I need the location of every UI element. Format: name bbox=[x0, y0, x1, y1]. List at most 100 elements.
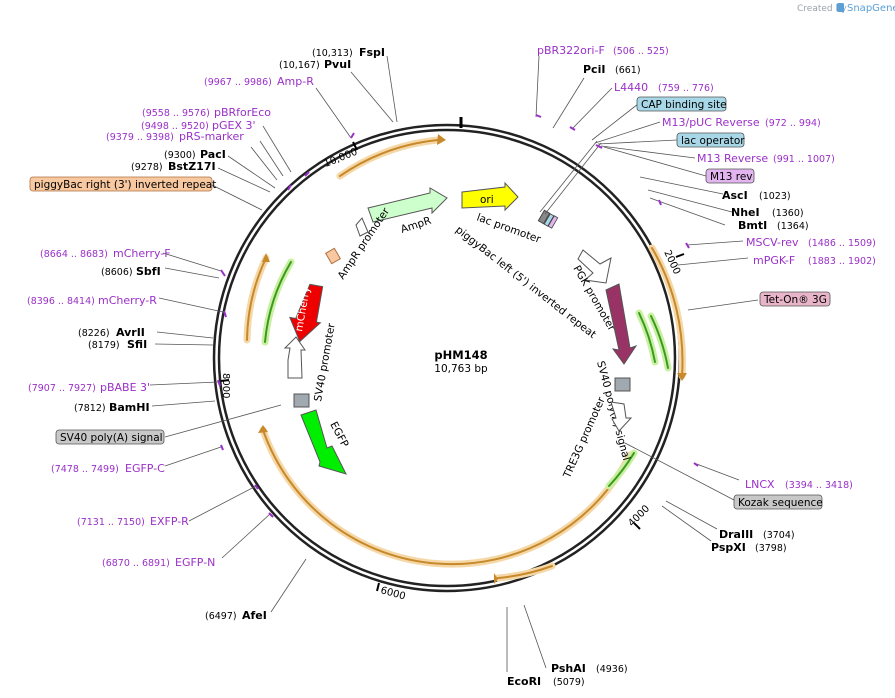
tre3g-label: TRE3G promoter bbox=[561, 395, 608, 481]
site-sbfi-pos: (8606) bbox=[101, 267, 133, 278]
primer-lncx-range: (3394 .. 3418) bbox=[785, 480, 853, 491]
mcherry-arrow bbox=[289, 283, 324, 343]
ori-label: ori bbox=[480, 194, 494, 206]
box-cap-binding-site: CAP binding site bbox=[636, 96, 727, 112]
primer-exfp-r-name: EXFP-R bbox=[150, 515, 189, 528]
sv40-polya-marker bbox=[614, 377, 631, 392]
site-draiii-pos: (3704) bbox=[763, 530, 795, 541]
primer-pbabe-3-name: pBABE 3' bbox=[100, 381, 150, 394]
site-ecori-pos: (5079) bbox=[553, 677, 585, 688]
primer-lncx-name: LNCX bbox=[745, 478, 775, 491]
ori-arrow bbox=[461, 181, 519, 212]
egfp-arrow bbox=[300, 409, 347, 475]
primer-l4440-range: (759 .. 776) bbox=[658, 83, 714, 94]
site-pvui-name: PvuI bbox=[324, 58, 351, 71]
primer-mpgk-f-range: (1883 .. 1902) bbox=[808, 256, 876, 267]
lac-promoter-label: lac promoter bbox=[475, 212, 543, 246]
sv40-polya-left-marker bbox=[293, 393, 310, 408]
primer-pbr322ori-f-name: pBR322ori-F bbox=[537, 44, 605, 57]
site-bamhi-name: BamHI bbox=[109, 401, 150, 414]
backbone-inner bbox=[217, 128, 677, 588]
primer-mcherry-f-name: mCherry-F bbox=[113, 247, 171, 260]
site-fspi-name: FspI bbox=[359, 46, 385, 59]
site-asci-name: AscI bbox=[722, 189, 748, 202]
svg-text:CAP binding site: CAP binding site bbox=[641, 99, 727, 111]
site-fspi-pos: (10,313) bbox=[312, 48, 353, 59]
svg-text:Kozak sequence: Kozak sequence bbox=[738, 497, 823, 509]
primer-mcherry-r-range: (8396 .. 8414) bbox=[27, 296, 95, 307]
piggybac-right-marker bbox=[324, 247, 342, 265]
primer-egfp-n-name: EGFP-N bbox=[175, 556, 215, 569]
site-bmti-pos: (1364) bbox=[777, 221, 809, 232]
ampr-label: AmpR bbox=[399, 215, 433, 236]
primer-m13-puc-reverse-name: M13/pUC Reverse bbox=[662, 116, 760, 129]
box-lac-operator: lac operator bbox=[676, 132, 745, 148]
ampr-promoter-label: AmpR promoter bbox=[336, 205, 393, 281]
primer-mscv-rev-range: (1486 .. 1509) bbox=[808, 238, 876, 249]
piggybac-left-label: piggyBac left (5') inverted repeat bbox=[453, 224, 598, 341]
brand-name: SnapGene bbox=[847, 3, 895, 14]
box-sv40-polya: SV40 poly(A) signal bbox=[55, 429, 165, 445]
tick-label-8000: 8000 bbox=[220, 373, 231, 398]
site-pvui-pos: (10,167) bbox=[279, 60, 320, 71]
lac-region-marker bbox=[537, 209, 559, 229]
site-afei-pos: (6497) bbox=[205, 611, 237, 622]
primer-pgex-3-name: pGEX 3' bbox=[212, 119, 256, 132]
svg-text:lac operator: lac operator bbox=[681, 135, 745, 147]
site-pshai-pos: (4936) bbox=[596, 664, 628, 675]
primer-pbr322ori-f-range: (506 .. 525) bbox=[613, 46, 669, 57]
ampr-promoter-arrow bbox=[355, 217, 369, 237]
tick-marks bbox=[220, 141, 685, 592]
ampr-arrow bbox=[367, 187, 448, 223]
svg-text:Tet-On® 3G: Tet-On® 3G bbox=[763, 294, 827, 306]
tet-on-arrow bbox=[605, 283, 638, 365]
snapgene-logo-icon bbox=[837, 3, 844, 12]
primer-pgex-3-range: (9498 .. 9520) bbox=[141, 121, 209, 132]
primer-mpgk-f-name: mPGK-F bbox=[753, 254, 795, 267]
box-piggybac-right: piggyBac right (3') inverted repeat bbox=[29, 176, 216, 192]
site-avrii-name: AvrII bbox=[116, 326, 145, 339]
site-paci-pos: (9300) bbox=[164, 150, 196, 161]
primer-pbrforeco-range: (9558 .. 9576) bbox=[142, 108, 210, 119]
primer-pbabe-3-range: (7907 .. 7927) bbox=[28, 383, 96, 394]
site-pcii-name: PciI bbox=[583, 63, 605, 76]
orf-arrowheads bbox=[258, 134, 687, 584]
site-nhei-pos: (1360) bbox=[772, 208, 804, 219]
site-paci-name: PacI bbox=[200, 148, 226, 161]
primer-mcherry-r-name: mCherry-R bbox=[98, 294, 157, 307]
sv40-promoter-label: SV40 promoter bbox=[312, 322, 338, 403]
plasmid-size: 10,763 bp bbox=[434, 363, 488, 375]
svg-text:SV40 poly(A) signal: SV40 poly(A) signal bbox=[60, 432, 163, 444]
primer-mcherry-f-range: (8664 .. 8683) bbox=[40, 249, 108, 260]
primer-exfp-r-range: (7131 .. 7150) bbox=[77, 517, 145, 528]
egfp-label: EGFP bbox=[327, 420, 350, 450]
leader-lines bbox=[149, 55, 759, 672]
site-bstz17i-pos: (9278) bbox=[131, 162, 163, 173]
site-ecori-name: EcoRI bbox=[507, 675, 541, 688]
primer-amp-r-range: (9967 .. 9986) bbox=[204, 77, 272, 88]
tre3g-arrow bbox=[610, 401, 633, 432]
box-m13-rev: M13 rev bbox=[705, 168, 755, 184]
sv40-promoter-arrow bbox=[283, 336, 306, 379]
primer-l4440-name: L4440 bbox=[614, 81, 648, 94]
primer-egfp-c-range: (7478 .. 7499) bbox=[51, 464, 119, 475]
site-bmti-name: BmtI bbox=[738, 219, 767, 232]
box-kozak: Kozak sequence bbox=[733, 494, 823, 510]
primer-prs-marker-name: pRS-marker bbox=[179, 130, 244, 143]
primer-prs-marker-range: (9379 .. 9398) bbox=[106, 132, 174, 143]
svg-text:M13 rev: M13 rev bbox=[710, 171, 753, 183]
primer-mscv-rev-name: MSCV-rev bbox=[746, 236, 799, 249]
site-afei-name: AfeI bbox=[242, 609, 267, 622]
svg-text:piggyBac right (3') inverted r: piggyBac right (3') inverted repeat bbox=[34, 179, 216, 191]
site-sbfi-name: SbfI bbox=[136, 265, 161, 278]
site-pspxi-pos: (3798) bbox=[755, 543, 787, 554]
primer-marks bbox=[217, 114, 699, 518]
credit-text: Created by bbox=[797, 4, 847, 14]
box-tet-on-3g: Tet-On® 3G bbox=[759, 291, 831, 307]
primer-egfp-n-range: (6870 .. 6891) bbox=[102, 558, 170, 569]
site-sfii-pos: (8179) bbox=[88, 340, 120, 351]
site-bstz17i-name: BstZ17I bbox=[168, 160, 216, 173]
site-avrii-pos: (8226) bbox=[78, 328, 110, 339]
primer-m13-reverse-name: M13 Reverse bbox=[697, 152, 768, 165]
